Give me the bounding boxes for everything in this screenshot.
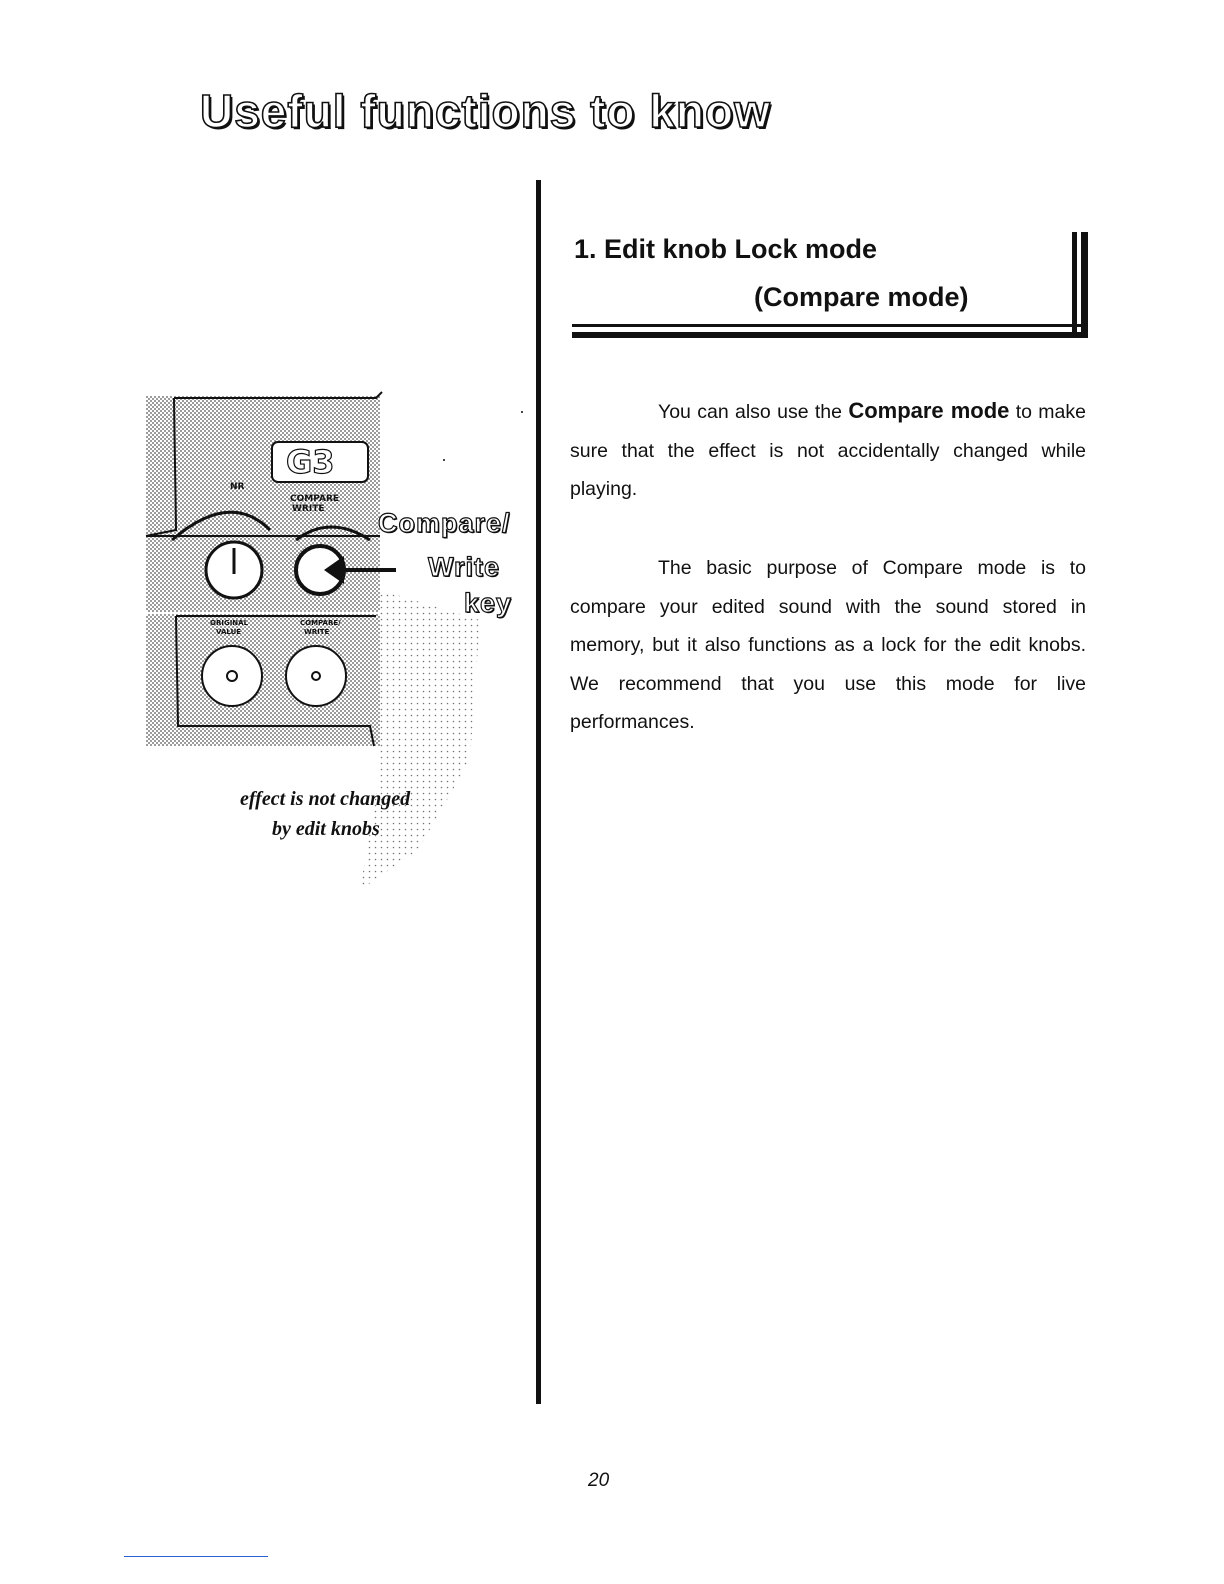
paragraph-1-end: to make sure that the effect is not acci… (570, 401, 1086, 500)
heading-side-bar (1072, 232, 1077, 332)
caption-line-1: effect is not changed (240, 788, 411, 810)
page-number: 20 (588, 1470, 610, 1491)
callout-compare: Compare/ (377, 507, 511, 538)
paragraph-1-start: You can also use the (658, 401, 849, 423)
device-panel-drawing (145, 391, 523, 890)
write-label: WRITE (292, 504, 325, 514)
device-illustration: G3 NR COMPARE WRITE ORIGINAL VALUE COMPA… (140, 390, 540, 900)
original-label: ORIGINAL (210, 619, 249, 627)
callout-key: key (463, 587, 513, 618)
compare-label: COMPARE (290, 494, 340, 504)
paragraph-2-text: The basic purpose of Compare mode is to … (570, 557, 1086, 733)
paragraph-1-emphasis: Compare mode (848, 398, 1010, 423)
nr-label: NR (230, 482, 245, 492)
paragraph-2: The basic purpose of Compare mode is to … (570, 549, 1086, 742)
heading-underline-thick (572, 332, 1088, 338)
compare-write-label: COMPARE/ (300, 619, 341, 627)
paragraph-1: You can also use the Compare mode to mak… (570, 392, 1086, 509)
write-lower-label: WRITE (304, 628, 330, 636)
page-title: Useful functions to know (199, 84, 771, 138)
callout-write: Write (427, 551, 501, 582)
device-logo: G3 (285, 442, 335, 481)
section-heading: 1. Edit knob Lock mode (Compare mode) (572, 232, 1092, 342)
footer-rule (124, 1556, 268, 1557)
section-heading-line-1: 1. Edit knob Lock mode (574, 234, 878, 264)
column-divider (536, 180, 541, 1404)
heading-side-bar-thick (1081, 232, 1088, 338)
value-label: VALUE (216, 628, 242, 636)
heading-underline (572, 324, 1088, 327)
caption-line-2: by edit knobs (272, 818, 380, 840)
section-heading-line-2: (Compare mode) (754, 282, 969, 312)
